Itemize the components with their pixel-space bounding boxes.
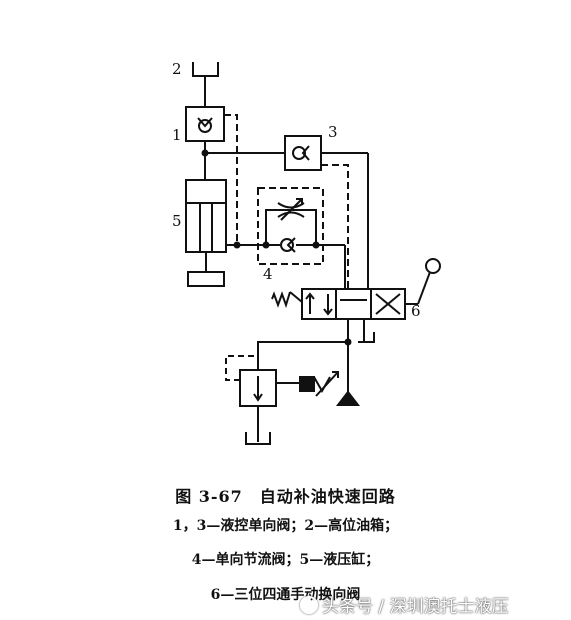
label-4: 4 <box>263 265 273 283</box>
label-6: 6 <box>411 302 421 320</box>
cylinder-5-symbol <box>185 179 258 287</box>
label-3: 3 <box>328 123 338 141</box>
pump-triangle-symbol <box>335 390 361 406</box>
legend-line-1: 1，3—液控单向阀；2—高位油箱； <box>172 518 399 534</box>
watermark: 头条号 / 深圳澳托士液压 <box>300 592 509 617</box>
figure-title: 图 3-67 自动补油快速回路 <box>175 487 396 506</box>
label-2: 2 <box>172 60 182 78</box>
hydraulic-circuit-diagram: 2 1 3 5 4 6 <box>172 60 441 445</box>
label-1: 1 <box>172 126 182 144</box>
high-tank-symbol <box>192 62 219 107</box>
watermark-icon <box>300 596 318 614</box>
throttle-check-valve-4-symbol <box>257 187 346 289</box>
watermark-text: 头条号 / 深圳澳托士液压 <box>322 597 509 617</box>
legend-line-3: 6—三位四通手动换向阀 <box>210 587 361 603</box>
label-5: 5 <box>172 212 182 230</box>
directional-valve-6-symbol <box>271 258 441 343</box>
relief-valve-symbol <box>225 338 352 445</box>
check-valve-1-symbol <box>185 106 238 245</box>
legend-line-2: 4—单向节流阀；5—液压缸； <box>191 552 380 568</box>
check-valve-3-symbol <box>284 135 369 289</box>
